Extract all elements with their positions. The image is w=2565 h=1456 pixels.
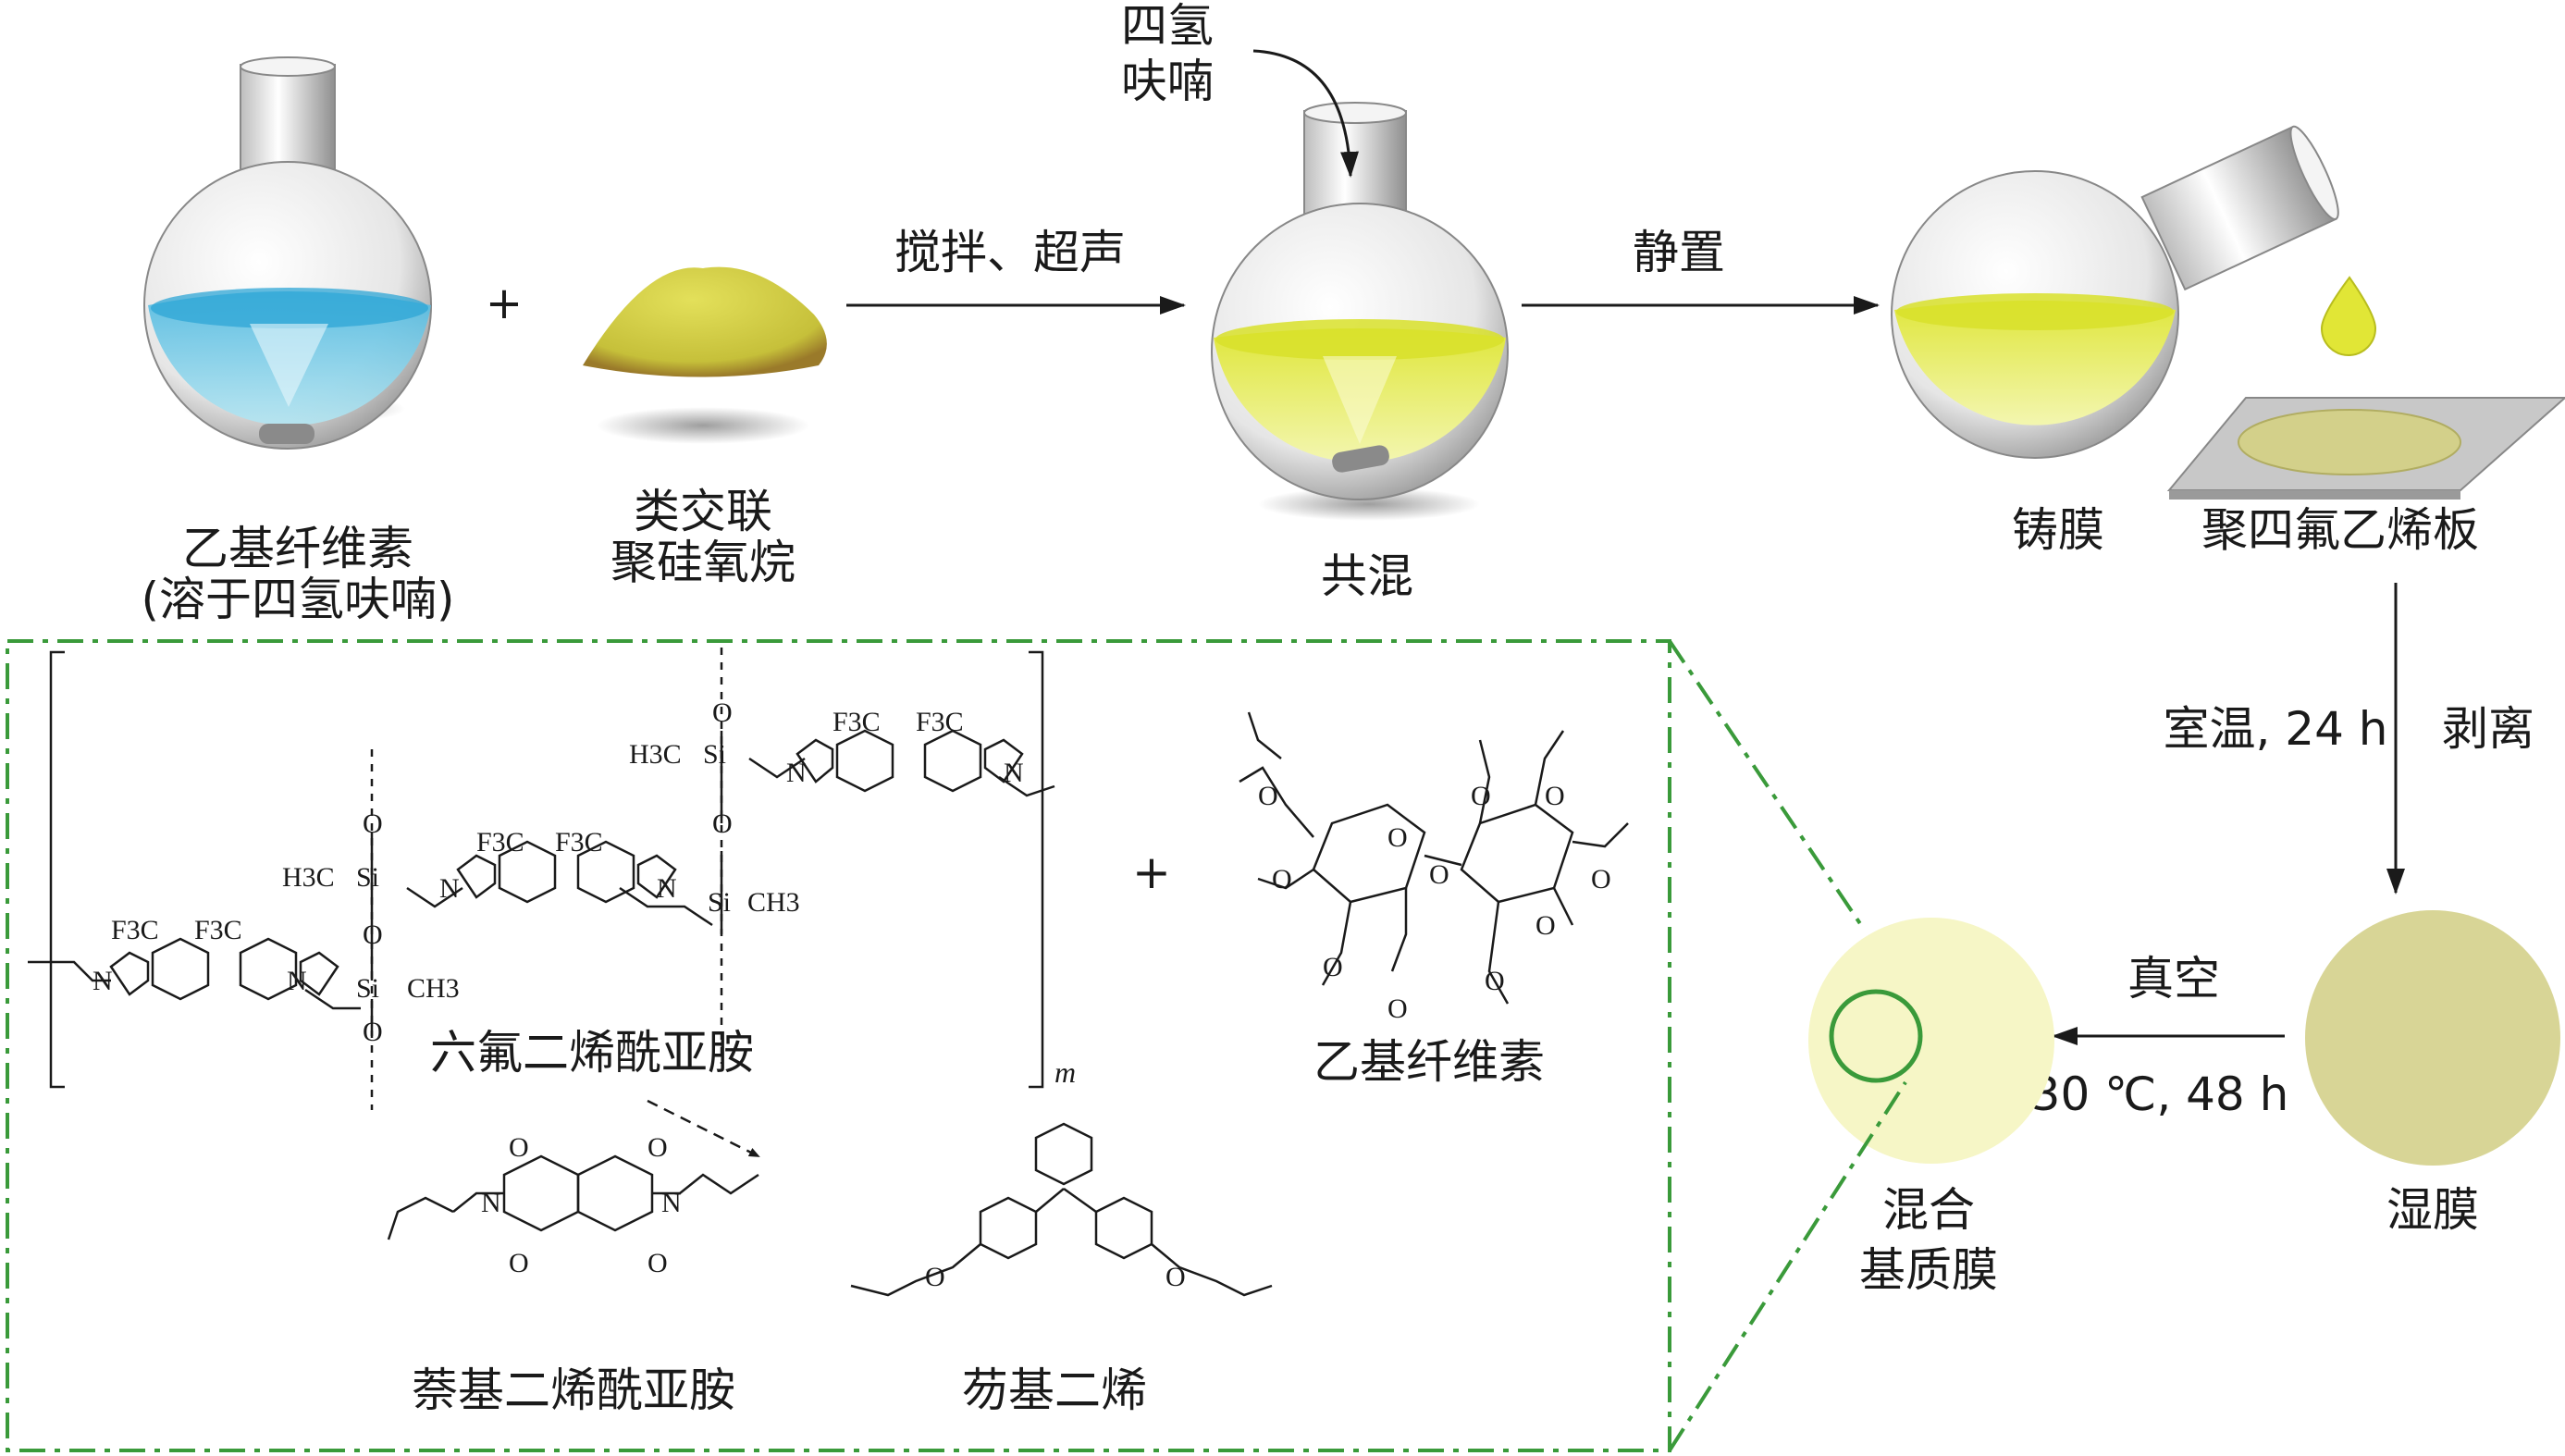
svg-text:H3C: H3C	[282, 862, 335, 893]
svg-text:O: O	[1258, 781, 1278, 811]
svg-text:O: O	[1591, 864, 1611, 895]
svg-text:N: N	[657, 873, 677, 904]
svg-text:N: N	[1004, 758, 1024, 788]
wet-film-label: 湿膜	[2386, 1183, 2479, 1237]
svg-text:O: O	[1387, 822, 1408, 853]
polysiloxane-label-1: 类交联	[634, 485, 772, 538]
svg-text:O: O	[363, 919, 383, 950]
svg-text:O: O	[363, 808, 383, 839]
svg-text:O: O	[1535, 910, 1556, 941]
svg-text:F3C: F3C	[194, 915, 242, 945]
svg-text:O: O	[1545, 781, 1565, 811]
svg-text:N: N	[92, 966, 113, 996]
vacuum-condition-label: 30 ℃, 48 h	[2031, 1067, 2289, 1121]
plus-sign-2: +	[1132, 845, 1171, 899]
svg-text:O: O	[363, 1017, 383, 1047]
svg-text:O: O	[509, 1248, 529, 1278]
flask-ethyl-cellulose	[143, 56, 432, 450]
svg-text:O: O	[1471, 781, 1491, 811]
polysiloxane-powder	[583, 266, 827, 444]
peel-label: 剥离	[2442, 702, 2534, 756]
svg-text:O: O	[712, 808, 733, 839]
svg-text:N: N	[786, 758, 807, 788]
zoom-frame	[6, 639, 1907, 1452]
svg-text:F3C: F3C	[476, 827, 524, 858]
standing-label: 静置	[1633, 226, 1725, 279]
repeat-bracket-left	[49, 650, 65, 1089]
naphthalene-diimide-label: 萘基二烯酰亚胺	[412, 1363, 735, 1417]
mixed-matrix-membrane	[1808, 918, 2054, 1164]
zoom-circle	[1829, 989, 1923, 1083]
mmm-label-2: 基质膜	[1859, 1243, 1998, 1297]
svg-text:N: N	[439, 873, 460, 904]
stir-ultrasound-label: 搅拌、超声	[894, 226, 1126, 279]
svg-text:O: O	[509, 1132, 529, 1163]
flask-blend	[1211, 102, 1509, 521]
svg-text:Si: Si	[356, 973, 379, 1004]
svg-text:H3C: H3C	[629, 739, 682, 770]
svg-text:N: N	[661, 1188, 682, 1218]
svg-text:Si: Si	[703, 739, 726, 770]
svg-text:O: O	[1165, 1262, 1186, 1292]
wet-film	[2305, 910, 2560, 1166]
ethyl-cellulose-solvent-label: (溶于四氢呋喃)	[141, 573, 454, 626]
svg-text:CH3: CH3	[407, 973, 460, 1004]
svg-text:CH3: CH3	[747, 887, 800, 918]
casting-label: 铸膜	[2012, 503, 2104, 557]
chemical-structures	[28, 648, 1629, 1297]
atom-labels: F3C F3C F3C F3C F3C F3C H3C Si Si CH3 Si…	[92, 697, 1611, 1292]
thf-arrow	[1252, 49, 1359, 178]
svg-text:F3C: F3C	[111, 915, 159, 945]
vacuum-label: 真空	[2127, 952, 2220, 1006]
ethyl-cellulose-struct-label: 乙基纤维素	[1313, 1035, 1545, 1089]
svg-text:Si: Si	[356, 862, 379, 893]
stir-bar	[259, 424, 314, 444]
svg-text:O: O	[712, 697, 733, 728]
monomer-arrow	[647, 1099, 760, 1158]
svg-text:Si: Si	[708, 887, 731, 918]
svg-text:N: N	[481, 1188, 501, 1218]
svg-text:O: O	[1485, 966, 1505, 996]
svg-text:O: O	[647, 1248, 668, 1278]
drop	[2320, 276, 2377, 356]
repeat-index-m: m	[1054, 1055, 1076, 1089]
ptfe-label: 聚四氟乙烯板	[2201, 503, 2479, 557]
svg-text:N: N	[287, 966, 307, 996]
svg-text:F3C: F3C	[916, 707, 964, 737]
polysiloxane-label-2: 聚硅氧烷	[610, 536, 795, 589]
svg-text:O: O	[1323, 952, 1343, 982]
thf-label-2: 呋喃	[1121, 55, 1214, 108]
mmm-label-1: 混合	[1882, 1183, 1975, 1237]
hexafluoro-bismaleimide-label: 六氟二烯酰亚胺	[430, 1026, 754, 1080]
svg-text:O: O	[925, 1262, 945, 1292]
repeat-bracket-right	[1029, 650, 1044, 1089]
ptfe-plate	[2166, 397, 2565, 500]
blending-label: 共混	[1321, 549, 1413, 603]
flask-casting	[1891, 125, 2377, 459]
svg-text:F3C: F3C	[555, 827, 603, 858]
svg-text:O: O	[1429, 859, 1449, 890]
fluorene-diene-label: 芴基二烯	[962, 1363, 1147, 1417]
svg-text:O: O	[647, 1132, 668, 1163]
plus-sign-1: +	[486, 278, 523, 329]
svg-text:O: O	[1272, 864, 1292, 895]
thf-label-1: 四氢	[1121, 0, 1214, 53]
ethyl-cellulose-label: 乙基纤维素	[182, 522, 413, 575]
svg-text:F3C: F3C	[832, 707, 881, 737]
svg-text:O: O	[1387, 993, 1408, 1024]
room-temp-label: 室温, 24 h	[2164, 702, 2388, 756]
